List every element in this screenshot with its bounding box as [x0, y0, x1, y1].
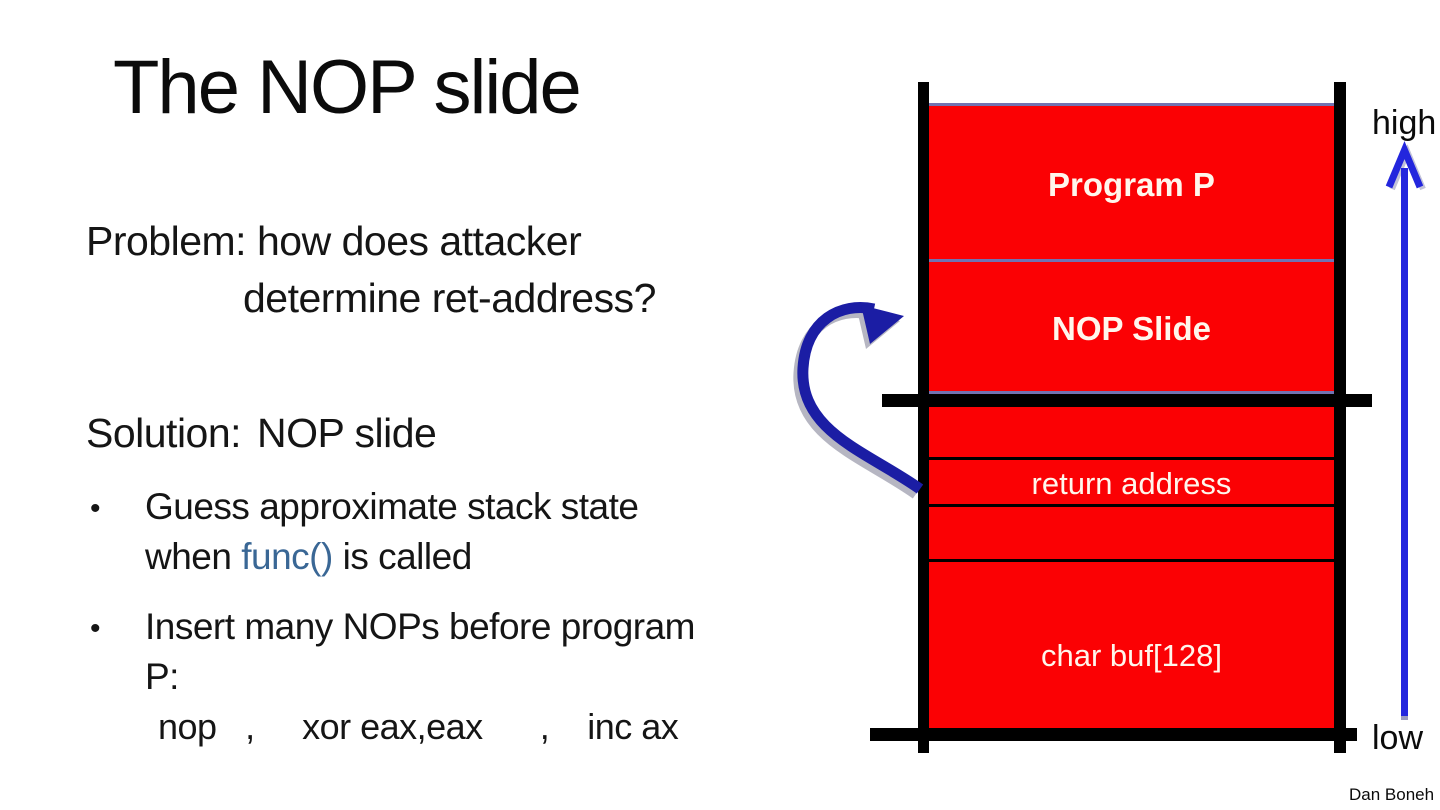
stack-middle-bar: [882, 394, 1372, 407]
divider-top: [929, 103, 1334, 106]
curved-arrow-icon: [793, 302, 924, 499]
bullet2-line2: P:: [145, 656, 179, 697]
problem-label: Problem:: [86, 218, 247, 264]
divider-program-nop: [929, 259, 1334, 262]
low-label: low: [1372, 719, 1424, 757]
divider-frame-2: [929, 504, 1334, 507]
segment-return-address: return address: [1031, 466, 1232, 501]
stack-left-rail: [918, 82, 929, 753]
solution-label: Solution:: [86, 410, 242, 456]
divider-frame-1: [929, 457, 1334, 460]
high-label: high: [1372, 104, 1437, 142]
problem-line1: how does attacker: [257, 218, 582, 264]
bullet-marker: •: [90, 612, 101, 645]
up-arrow-icon: [1385, 140, 1426, 720]
divider-frame-3: [929, 559, 1334, 562]
bullet-marker: •: [90, 492, 101, 525]
author-credit: Dan Boneh: [1349, 785, 1435, 804]
bullet1-line2-post: is called: [332, 536, 473, 577]
bullet1-line1: Guess approximate stack state: [145, 486, 639, 527]
stack-red-column: [929, 103, 1334, 741]
segment-char-buf: char buf[128]: [1041, 638, 1222, 673]
problem-line2: determine ret-address?: [243, 275, 656, 321]
divider-nop-bottom: [929, 391, 1334, 394]
segment-nop-slide: NOP Slide: [1052, 310, 1211, 347]
bullet1-line2-pre: when: [145, 536, 242, 577]
func-code-text: func(): [241, 536, 333, 577]
bullet2-line1: Insert many NOPs before program: [145, 606, 696, 647]
stack-bottom-bar: [870, 728, 1357, 741]
slide-title: The NOP slide: [113, 45, 582, 130]
bullet1-line2: when func() is called: [145, 536, 472, 578]
segment-program-p: Program P: [1048, 166, 1215, 203]
stack-right-rail: [1334, 82, 1346, 753]
solution-text: NOP slide: [257, 410, 437, 456]
nop-instruction-line: nop , xor eax,eax , inc ax: [158, 706, 679, 747]
